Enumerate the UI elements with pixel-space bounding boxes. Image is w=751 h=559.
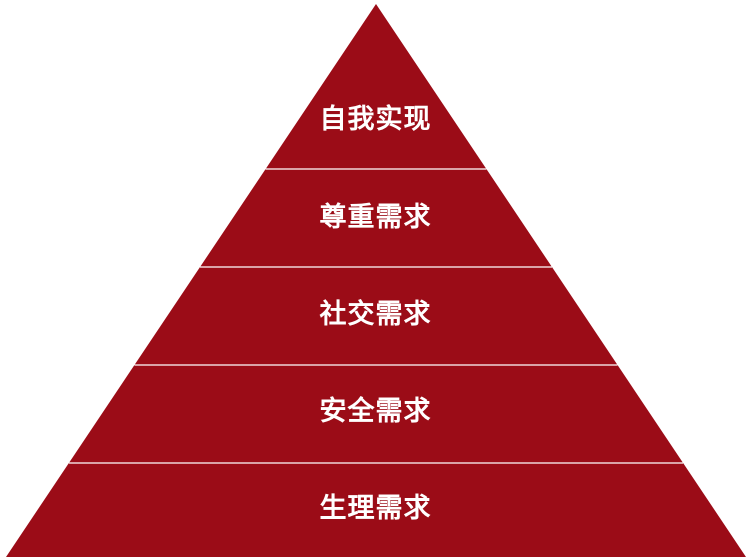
level-label-esteem: 尊重需求 (319, 202, 432, 233)
level-label-safety: 安全需求 (319, 396, 432, 427)
level-dividers (68, 168, 684, 464)
level-label-physiological: 生理需求 (319, 493, 432, 524)
level-label-self-actualization: 自我实现 (319, 104, 432, 135)
pyramid-triangle (6, 4, 746, 557)
level-label-social: 社交需求 (319, 299, 432, 330)
